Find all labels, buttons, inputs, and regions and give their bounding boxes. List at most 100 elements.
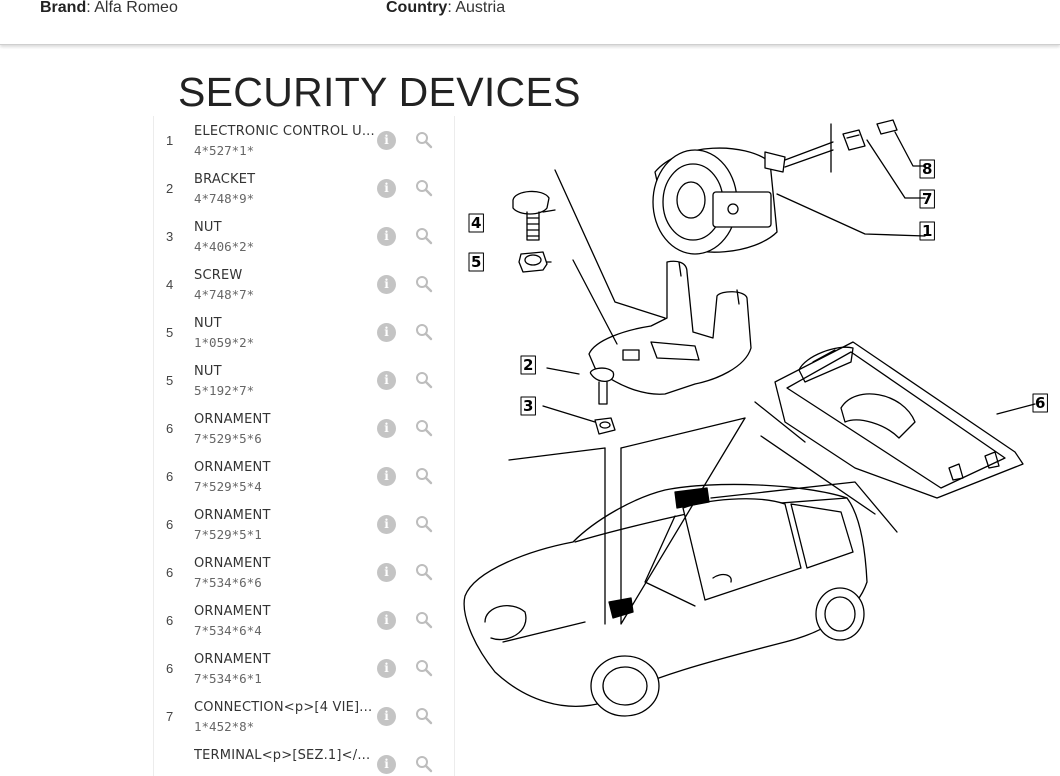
- magnifier-icon[interactable]: [415, 467, 433, 485]
- magnifier-icon[interactable]: [415, 611, 433, 629]
- country-label: Country: [386, 0, 448, 16]
- part-code: 1*452*8*: [194, 719, 255, 734]
- table-row[interactable]: 6 ORNAMENT 7*529*5*6 i: [154, 404, 454, 452]
- callout-7: 7: [922, 190, 932, 208]
- part-number: 4: [166, 277, 174, 292]
- part-code: 5*192*7*: [194, 383, 255, 398]
- part-code: 4*748*7*: [194, 287, 255, 302]
- callout-box: [468, 252, 484, 272]
- part-number: 5: [166, 373, 174, 388]
- info-icon[interactable]: i: [377, 419, 396, 438]
- magnifier-icon[interactable]: [415, 371, 433, 389]
- magnifier-icon[interactable]: [415, 419, 433, 437]
- part-number: 3: [166, 229, 174, 244]
- callout-labels: 8 7 1 4 5 2 3 6: [468, 159, 1048, 416]
- table-row[interactable]: 5 NUT 5*192*7* i: [154, 356, 454, 404]
- callout-2: 2: [523, 356, 533, 374]
- part-code: 4*527*1*: [194, 143, 255, 158]
- part-code: 7*534*6*1: [194, 671, 262, 686]
- table-row[interactable]: 4 SCREW 4*748*7* i: [154, 260, 454, 308]
- page-title: SECURITY DEVICES: [178, 69, 581, 115]
- info-icon[interactable]: i: [377, 659, 396, 678]
- magnifier-icon[interactable]: [415, 755, 433, 773]
- part-number: 2: [166, 181, 174, 196]
- top-info-bar: Brand: Alfa Romeo Country: Austria: [0, 0, 1060, 45]
- callout-box: [520, 396, 536, 416]
- magnifier-icon[interactable]: [415, 275, 433, 293]
- info-icon[interactable]: i: [377, 611, 396, 630]
- callout-box: [919, 221, 935, 241]
- callout-1: 1: [922, 222, 932, 240]
- part-code: 4*748*9*: [194, 191, 255, 206]
- magnifier-icon[interactable]: [415, 515, 433, 533]
- trim-cover-drawing: [774, 341, 1024, 499]
- bracket-drawing: [588, 260, 752, 405]
- part-code: 7*534*6*6: [194, 575, 262, 590]
- part-name[interactable]: NUT: [194, 220, 222, 235]
- callout-5: 5: [471, 253, 481, 271]
- info-icon[interactable]: i: [377, 707, 396, 726]
- part-name[interactable]: BRACKET: [194, 172, 256, 187]
- part-name[interactable]: ORNAMENT: [194, 508, 271, 523]
- info-icon[interactable]: i: [377, 755, 396, 774]
- info-icon[interactable]: i: [377, 131, 396, 150]
- part-name[interactable]: NUT: [194, 316, 222, 331]
- table-row[interactable]: 2 BRACKET 4*748*9* i: [154, 164, 454, 212]
- part-name[interactable]: ORNAMENT: [194, 556, 271, 571]
- info-icon[interactable]: i: [377, 515, 396, 534]
- magnifier-icon[interactable]: [415, 563, 433, 581]
- exploded-parts-diagram: 8 7 1 4 5 2 3 6: [463, 119, 1048, 717]
- table-row[interactable]: 6 ORNAMENT 7*529*5*1 i: [154, 500, 454, 548]
- part-name[interactable]: ORNAMENT: [194, 412, 271, 427]
- table-row[interactable]: 6 ORNAMENT 7*534*6*4 i: [154, 596, 454, 644]
- part-code: 1*059*2*: [194, 335, 255, 350]
- ecu-unit-drawing: [652, 123, 834, 255]
- table-row[interactable]: 3 NUT 4*406*2* i: [154, 212, 454, 260]
- nut-drawing: [518, 251, 548, 273]
- part-code: 7*529*5*1: [194, 527, 262, 542]
- part-name[interactable]: SCREW: [194, 268, 243, 283]
- info-icon[interactable]: i: [377, 371, 396, 390]
- brand-field: Brand: Alfa Romeo: [40, 0, 178, 18]
- part-name[interactable]: NUT: [194, 364, 222, 379]
- info-icon[interactable]: i: [377, 467, 396, 486]
- brand-value: : Alfa Romeo: [86, 0, 178, 16]
- magnifier-icon[interactable]: [415, 227, 433, 245]
- info-icon[interactable]: i: [377, 275, 396, 294]
- info-icon[interactable]: i: [377, 323, 396, 342]
- info-icon[interactable]: i: [377, 179, 396, 198]
- part-name[interactable]: ELECTRONIC CONTROL U...: [194, 124, 375, 139]
- part-name[interactable]: ORNAMENT: [194, 652, 271, 667]
- table-row[interactable]: TERMINAL<p>[SEZ.1]</... i: [154, 740, 454, 776]
- info-icon[interactable]: i: [377, 227, 396, 246]
- car-outline-drawing: [463, 483, 868, 717]
- magnifier-icon[interactable]: [415, 707, 433, 725]
- part-number: 6: [166, 661, 174, 676]
- callout-box: [468, 213, 484, 233]
- info-icon[interactable]: i: [377, 563, 396, 582]
- magnifier-icon[interactable]: [415, 131, 433, 149]
- screw-drawing: [512, 190, 550, 241]
- callout-box: [1032, 393, 1048, 413]
- part-name[interactable]: ORNAMENT: [194, 460, 271, 475]
- part-name[interactable]: ORNAMENT: [194, 604, 271, 619]
- part-code: 7*529*5*6: [194, 431, 262, 446]
- part-number: 6: [166, 613, 174, 628]
- part-number: 6: [166, 517, 174, 532]
- part-name[interactable]: TERMINAL<p>[SEZ.1]</...: [194, 748, 371, 763]
- magnifier-icon[interactable]: [415, 323, 433, 341]
- part-number: 5: [166, 325, 174, 340]
- magnifier-icon[interactable]: [415, 659, 433, 677]
- table-row[interactable]: 5 NUT 1*059*2* i: [154, 308, 454, 356]
- part-code: 7*534*6*4: [194, 623, 262, 638]
- connector-parts-drawing: [842, 119, 898, 151]
- part-code: 4*406*2*: [194, 239, 255, 254]
- part-name[interactable]: CONNECTION<p>[4 VIE]...: [194, 700, 373, 715]
- magnifier-icon[interactable]: [415, 179, 433, 197]
- part-number: 6: [166, 421, 174, 436]
- table-row[interactable]: 6 ORNAMENT 7*534*6*1 i: [154, 644, 454, 692]
